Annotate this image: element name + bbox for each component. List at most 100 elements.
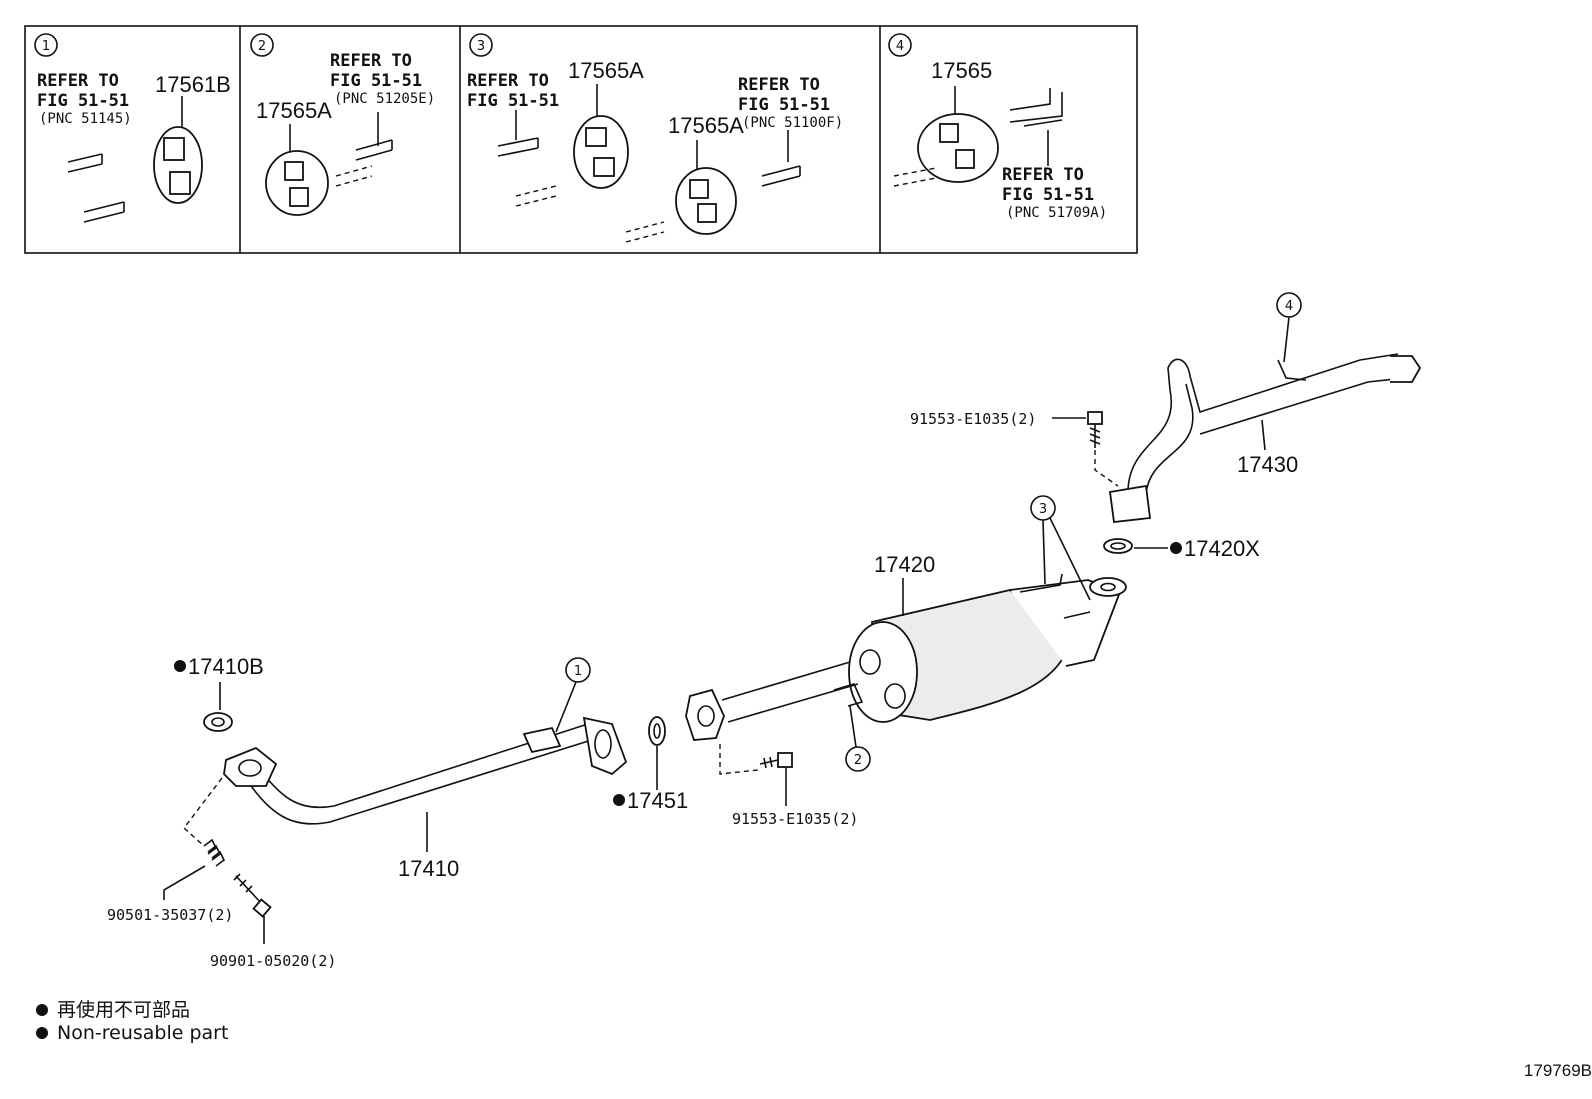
part-number: 90901-05020(2) xyxy=(210,952,336,970)
gasket-17420x: 17420X xyxy=(1103,536,1260,561)
part-number: 17561B xyxy=(155,72,231,97)
part-number: 17410 xyxy=(398,856,459,881)
non-reusable-dot xyxy=(613,794,625,806)
muffler-assembly: 17420 3 2 91553-E1035(2) xyxy=(685,495,1127,828)
leader-line xyxy=(1283,316,1290,363)
stud-bolt-icon xyxy=(233,873,272,918)
callout-circle xyxy=(34,33,58,57)
bolt-icon xyxy=(1087,411,1103,448)
legend: 再使用不可部品 Non-reusable part xyxy=(36,999,228,1044)
assembly-dashed-line xyxy=(1094,450,1119,487)
part-number: 17410B xyxy=(188,654,264,679)
refer-line: FIG 51-51 xyxy=(330,71,422,91)
front-pipe-flange xyxy=(223,746,278,787)
spring-icon xyxy=(203,838,226,867)
gasket-icon xyxy=(203,712,233,732)
front-pipe-body xyxy=(247,737,599,825)
muffler-hanger xyxy=(1019,573,1091,619)
non-reusable-dot xyxy=(36,1027,48,1039)
non-reusable-dot xyxy=(36,1004,48,1016)
diagram-id: 179769B xyxy=(1524,1061,1592,1080)
callout-number: 1 xyxy=(42,39,50,54)
leader-line xyxy=(1261,419,1266,451)
callout-number: 2 xyxy=(258,39,266,54)
part-number: 17420 xyxy=(874,552,935,577)
part-number: 17565A xyxy=(668,113,744,138)
callout-circle xyxy=(565,657,591,683)
assembly-dashed-line xyxy=(183,777,223,847)
gasket-17451: 17451 xyxy=(613,716,688,813)
callout-number: 3 xyxy=(1039,502,1047,517)
refer-line: FIG 51-51 xyxy=(467,91,559,111)
inset-4: 4 17565 REFER TO FIG 51-51 (PNC 51709A) xyxy=(888,33,1107,221)
inlet-flange xyxy=(685,688,725,741)
muffler-hanger xyxy=(833,683,864,707)
refer-line: REFER TO xyxy=(1002,165,1084,185)
part-number: 17420X xyxy=(1184,536,1260,561)
rubber-hanger-icon xyxy=(675,167,737,235)
front-pipe-assembly: 1 17410 90501-35037(2) 90901-05020(2) xyxy=(107,657,628,970)
part-number: 17430 xyxy=(1237,452,1298,477)
leader-line xyxy=(163,865,206,900)
legend-japanese: 再使用不可部品 xyxy=(57,999,190,1021)
callout-number: 4 xyxy=(1285,299,1293,314)
part-number: 91553-E1035(2) xyxy=(732,810,858,828)
gasket-icon xyxy=(1103,538,1133,554)
leader-line xyxy=(555,681,577,733)
tail-pipe-hanger xyxy=(1277,359,1307,381)
bolt-icon xyxy=(759,752,793,769)
callout-number: 1 xyxy=(574,664,582,679)
hanger-rod-icon xyxy=(67,153,125,223)
assembly-dashed-line xyxy=(719,744,759,775)
muffler-end xyxy=(848,621,918,723)
rubber-hanger-icon xyxy=(265,150,329,216)
rubber-hanger-icon xyxy=(573,115,629,189)
refer-line: REFER TO xyxy=(738,75,820,95)
leader-line xyxy=(1049,517,1091,601)
tail-pipe-tip xyxy=(1390,355,1422,383)
callout-number: 3 xyxy=(477,39,485,54)
part-number: 17451 xyxy=(627,788,688,813)
hanger-rod-icon xyxy=(497,137,801,243)
front-pipe-rear-flange xyxy=(582,716,628,776)
refer-line: FIG 51-51 xyxy=(1002,185,1094,205)
refer-line: REFER TO xyxy=(467,71,549,91)
muffler-inlet-pipe xyxy=(721,661,859,723)
refer-line: FIG 51-51 xyxy=(37,91,129,111)
callout-circle xyxy=(250,33,274,57)
inset-1: 1 REFER TO FIG 51-51 (PNC 51145) 17561B xyxy=(34,33,231,223)
outlet-flange xyxy=(1089,577,1127,597)
inset-3: 3 REFER TO FIG 51-51 17565A REFER TO FIG… xyxy=(467,33,843,243)
callout-number: 4 xyxy=(896,39,904,54)
refer-line: (PNC 51709A) xyxy=(1006,205,1107,221)
rubber-hanger-icon xyxy=(153,126,203,204)
gasket-icon xyxy=(648,716,666,746)
inset-frame xyxy=(24,25,1138,254)
front-pipe-hanger xyxy=(522,726,562,754)
tail-pipe-body xyxy=(1127,353,1399,491)
refer-line: REFER TO xyxy=(330,51,412,71)
callout-circle xyxy=(888,33,912,57)
refer-line: (PNC 51100F) xyxy=(742,115,843,131)
callout-circle xyxy=(845,746,871,772)
non-reusable-dot xyxy=(1170,542,1182,554)
refer-line: (PNC 51205E) xyxy=(334,91,435,107)
part-number: 17565A xyxy=(568,58,644,83)
inset-2: 2 REFER TO FIG 51-51 (PNC 51205E) 17565A xyxy=(250,33,435,216)
refer-line: (PNC 51145) xyxy=(39,111,132,127)
tail-pipe-flange xyxy=(1108,484,1152,523)
part-number: 90501-35037(2) xyxy=(107,906,233,924)
legend-english: Non-reusable part xyxy=(57,1022,228,1044)
gasket-17410b: 17410B xyxy=(174,654,264,732)
leader-line xyxy=(849,705,857,748)
non-reusable-dot xyxy=(174,660,186,672)
callout-number: 2 xyxy=(854,753,862,768)
hanger-rod-icon xyxy=(893,88,1063,187)
part-number: 17565A xyxy=(256,98,332,123)
part-number: 17565 xyxy=(931,58,992,83)
callout-circle xyxy=(469,33,493,57)
hanger-rod-icon xyxy=(335,139,393,187)
refer-line: FIG 51-51 xyxy=(738,95,830,115)
rubber-hanger-icon xyxy=(917,113,999,183)
